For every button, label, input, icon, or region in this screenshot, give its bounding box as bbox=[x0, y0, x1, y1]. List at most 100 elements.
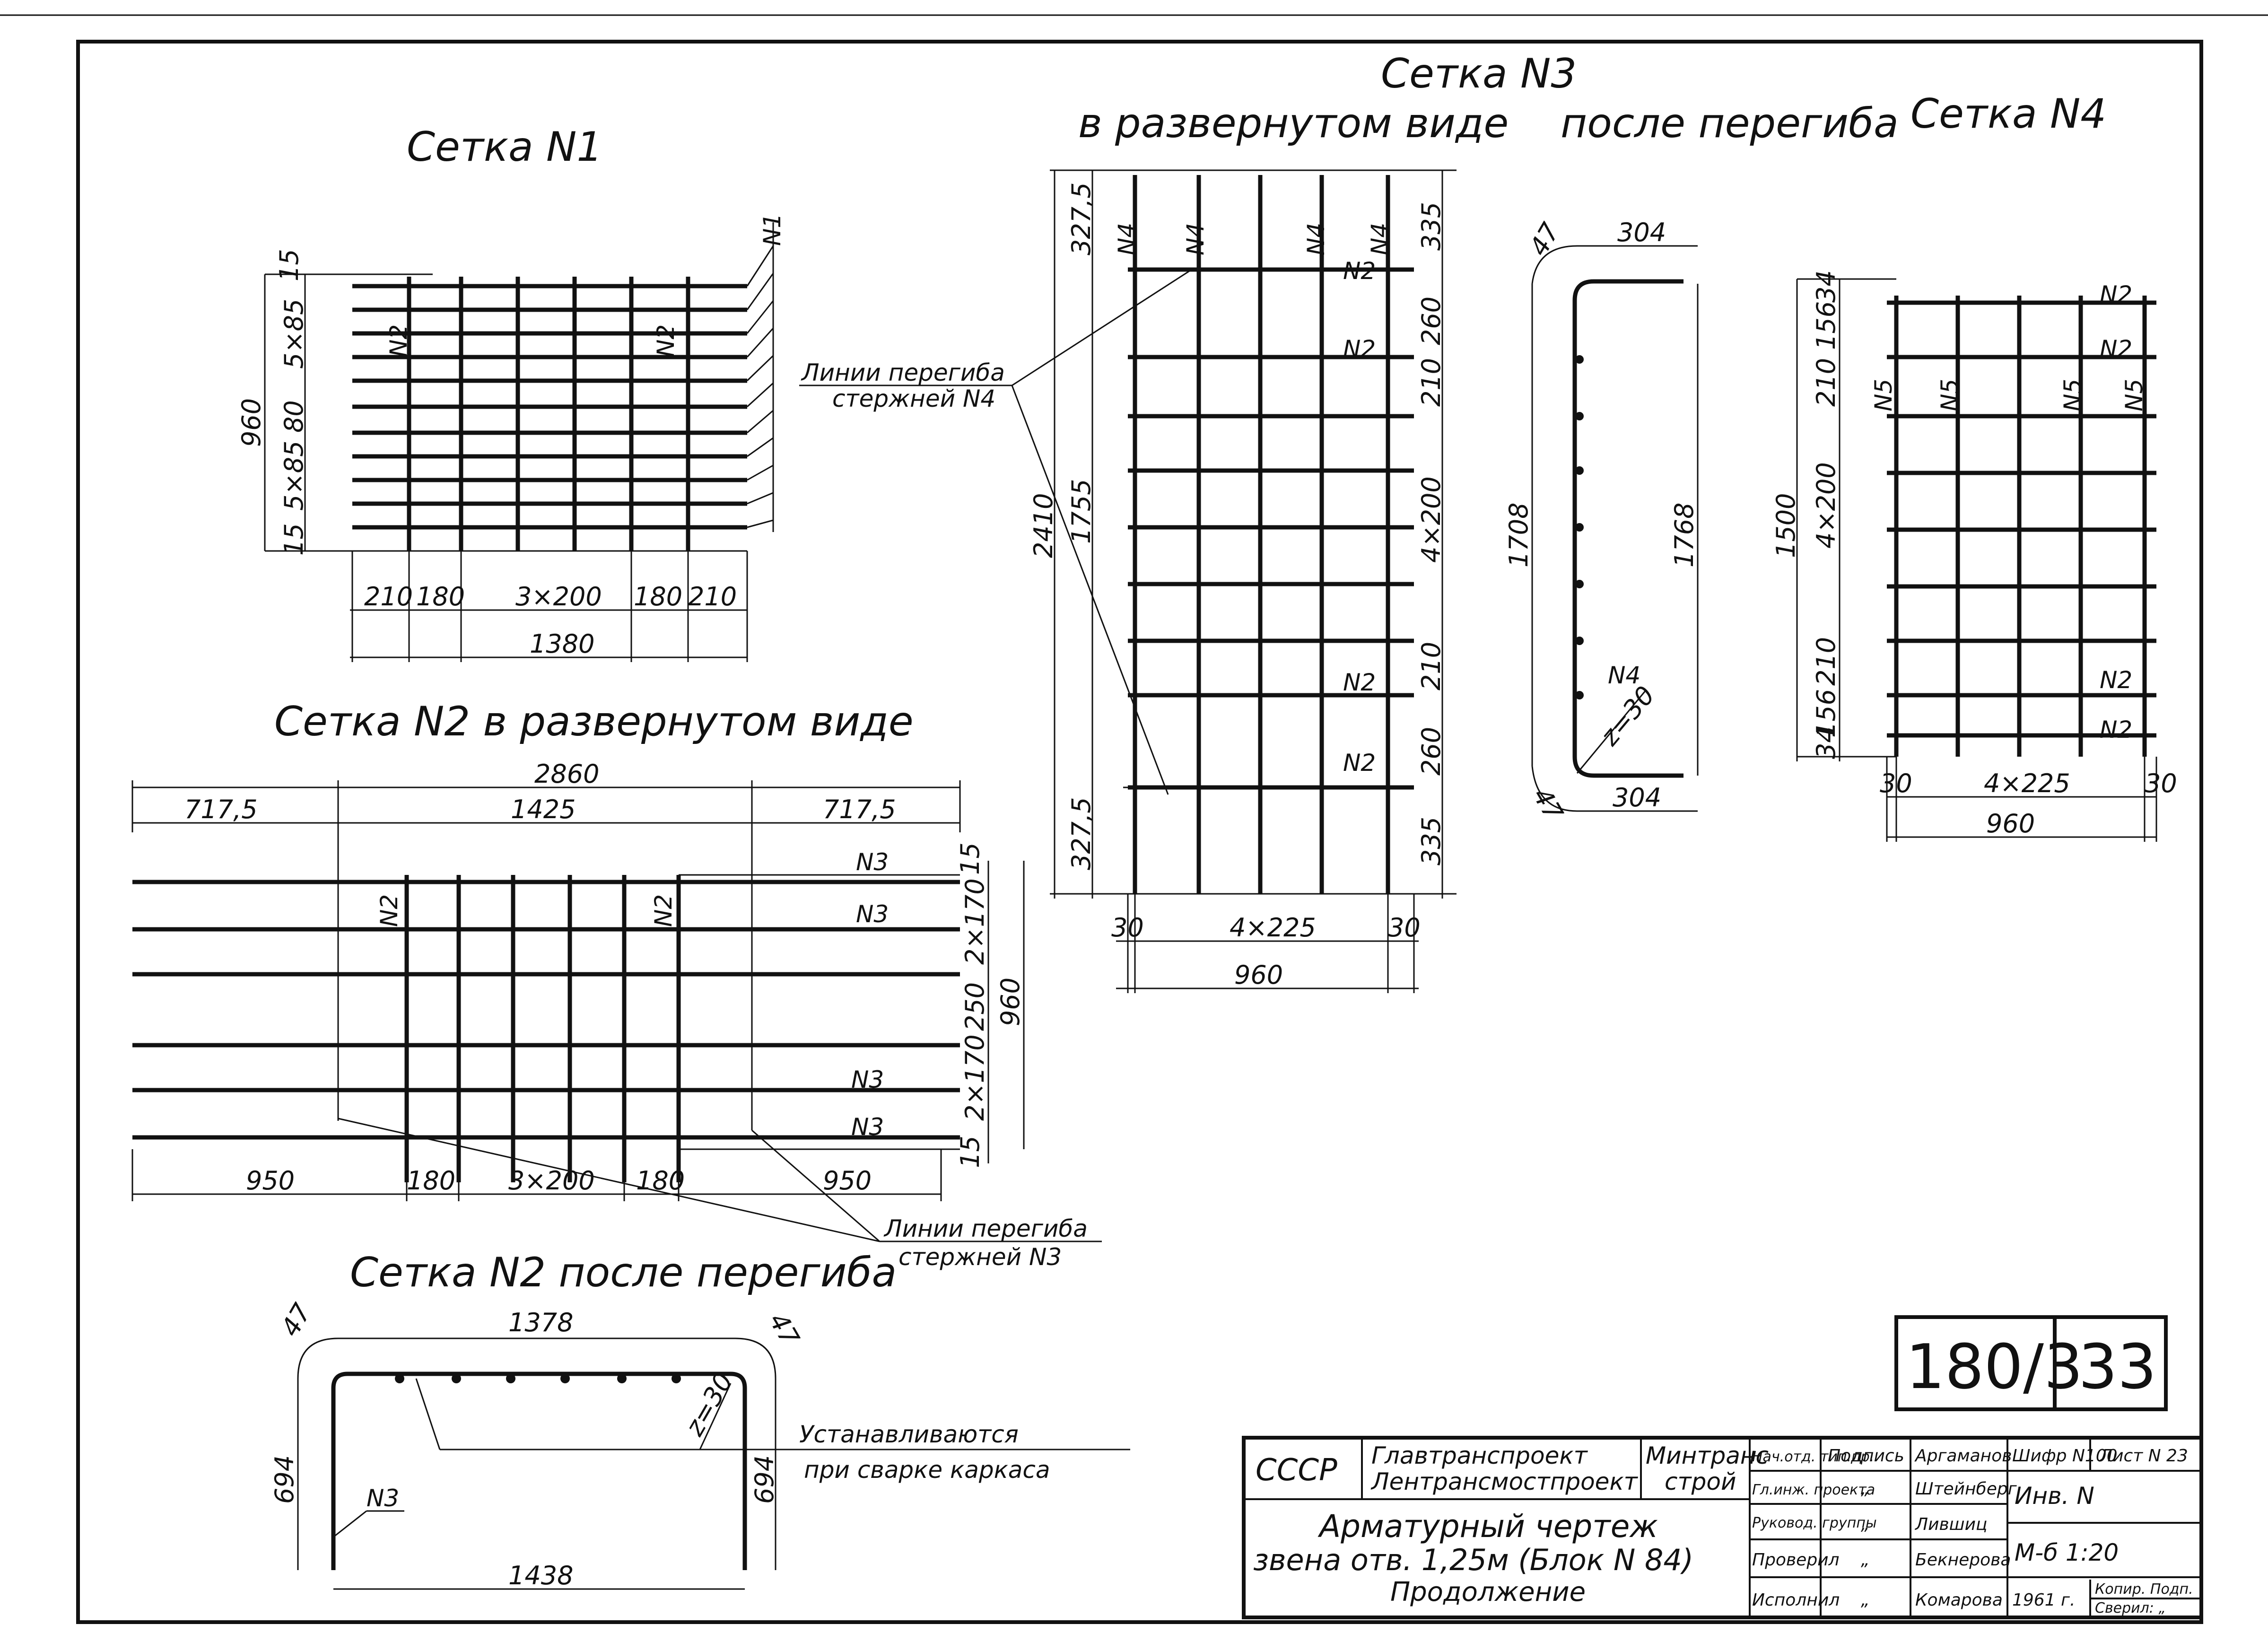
setka-3-bent: после перегиба 47 304 1708 1768 304 47 z… bbox=[1504, 100, 1899, 826]
setka-1-rod-end bbox=[746, 327, 774, 358]
setka-1-dim-180-left: 180 bbox=[416, 582, 465, 611]
setka-4-dim-30-right: 30 bbox=[2145, 769, 2177, 798]
tb-role-1: Нач.отд. тип.пр. bbox=[1752, 1449, 1874, 1465]
tb-check: Сверил: „ bbox=[2095, 1600, 2166, 1616]
setka-3-bent-rod bbox=[1572, 279, 1684, 778]
setka-1-rod-n1: N1 bbox=[759, 213, 786, 246]
setka-2-dim-1425: 1425 bbox=[511, 795, 576, 824]
tb-drawing-title-3: Продолжение bbox=[1390, 1577, 1586, 1607]
setka-2-bent-dot bbox=[617, 1374, 627, 1383]
setka-2-dim-2x170-bottom: 2×170 bbox=[960, 1034, 990, 1121]
tb-org-1: Главтранспроект bbox=[1371, 1442, 1588, 1469]
sheet-frame bbox=[76, 40, 2203, 1624]
setka-1-dim-210-left: 210 bbox=[364, 582, 413, 611]
setka-2-bent-1438: 1438 bbox=[508, 1561, 573, 1590]
setka-3-dim-4x200: 4×200 bbox=[1416, 476, 1446, 563]
bend-lines-n4-leader-bottom bbox=[1011, 385, 1169, 795]
setka-2-grid bbox=[131, 780, 961, 1201]
setka-3-bent-dot bbox=[1575, 523, 1584, 532]
setka-4-rod-n5-d: N5 bbox=[2120, 379, 2148, 411]
setka-1-rod-end bbox=[747, 410, 774, 434]
tb-sign-4: „ bbox=[1861, 1590, 1870, 1610]
setka-2-flat: Сетка N2 в развернутом виде 2860 717,5 1… bbox=[131, 698, 1025, 1201]
tb-sign-1: „ bbox=[1861, 1479, 1870, 1499]
setka-2-bent-rod-leader bbox=[333, 1510, 367, 1538]
tb-name-2: Штейнберг bbox=[1915, 1479, 2017, 1499]
setka-2-bent-note-leader-2 bbox=[699, 1383, 732, 1450]
setka-3-bent-dot bbox=[1575, 355, 1584, 364]
bend-lines-n3-line1: Линии перегиба bbox=[883, 1215, 1088, 1242]
setka-4-dim-4x225: 4×225 bbox=[1984, 769, 2070, 798]
setka-3-bent-dot bbox=[1575, 466, 1584, 475]
setka-2-total-right: 960 bbox=[995, 978, 1025, 1026]
setka-3-bent-leader bbox=[1576, 690, 1647, 774]
setka-1-dim-15-top: 15 bbox=[274, 249, 304, 281]
setka-2-dim-15-top: 15 bbox=[955, 842, 985, 875]
setka-3-flat-subtitle: в развернутом виде bbox=[1078, 100, 1509, 147]
setka-1-rod-end bbox=[747, 492, 774, 505]
setka-1-total-h: 1380 bbox=[530, 629, 594, 659]
setka-4-total-v: 1500 bbox=[1771, 493, 1801, 558]
setka-3-rod-n2-a: N2 bbox=[1343, 257, 1376, 285]
setka-1: Сетка N1 N1 N2 N2 15 5×85 80 5×85 15 960… bbox=[236, 123, 786, 662]
setka-3-bent-subtitle: после перегиба bbox=[1561, 100, 1899, 147]
setka-3-bent-304-bottom: 304 bbox=[1613, 783, 1661, 812]
setka-4-rod-n2-c: N2 bbox=[2100, 666, 2132, 694]
setka-3-flat: Сетка N3 в развернутом виде N4 N4 N4 N4 … bbox=[1029, 50, 1577, 993]
bend-lines-n3-line2: стержней N3 bbox=[898, 1243, 1062, 1271]
setka-1-rod-end bbox=[746, 273, 774, 310]
setka-2-bent-note-leader-1 bbox=[415, 1378, 441, 1450]
setka-2-bent-dot bbox=[506, 1374, 515, 1383]
setka-4-dim-210-bottom: 210 bbox=[1811, 637, 1841, 686]
setka-2-dim-950-right: 950 bbox=[823, 1166, 872, 1196]
setka-2-bent-dot bbox=[560, 1374, 570, 1383]
tb-inv: Инв. N bbox=[2015, 1482, 2094, 1510]
setka-1-rod-end bbox=[746, 245, 774, 287]
setka-4-dim-156-bottom: 156 bbox=[1811, 689, 1841, 738]
tb-name-4: Бекнерова bbox=[1915, 1550, 2011, 1570]
setka-2-bent-dot bbox=[672, 1374, 681, 1383]
setka-1-rod-n2-left: N2 bbox=[385, 324, 412, 357]
setka-3-bent-304-top: 304 bbox=[1617, 218, 1666, 247]
setka-2-bent-rod-label: N3 bbox=[366, 1485, 399, 1512]
setka-3-dim-210-bottom: 210 bbox=[1416, 642, 1446, 690]
setka-4-rod-n2-a: N2 bbox=[2100, 281, 2132, 308]
setka-2-bent-694-left: 694 bbox=[270, 1455, 299, 1504]
setka-3-grid bbox=[1050, 169, 1457, 993]
setka-2-bent-title: Сетка N2 после перегиба bbox=[350, 1249, 897, 1296]
setka-2-bent-note-1: Устанавливаются bbox=[799, 1421, 1019, 1448]
tb-role-3: Руковод. группы bbox=[1752, 1515, 1877, 1531]
setka-2-bent-dot bbox=[395, 1374, 404, 1383]
tb-scale: М-б 1:20 bbox=[2015, 1539, 2119, 1566]
setka-2-bent-1378: 1378 bbox=[508, 1308, 573, 1337]
setka-4-dim-30-left: 30 bbox=[1880, 769, 1912, 798]
setka-3-dim-260-bottom: 260 bbox=[1416, 727, 1446, 776]
setka-4-rod-n2-d: N2 bbox=[2100, 716, 2132, 743]
setka-2-rod-n3-a: N3 bbox=[856, 848, 889, 876]
setka-1-rod-end bbox=[746, 300, 774, 334]
sheet-series: 180/3 bbox=[1906, 1331, 2083, 1403]
setka-3-dim-1755: 1755 bbox=[1066, 479, 1096, 544]
tb-sign-2: „ bbox=[1861, 1515, 1870, 1534]
setka-3-title: Сетка N3 bbox=[1381, 50, 1577, 97]
setka-2-bent-47-left: 47 bbox=[275, 1298, 317, 1341]
tb-drawing-title-2: звена отв. 1,25м (Блок N 84) bbox=[1253, 1543, 1693, 1577]
setka-3-rod-n4-c: N4 bbox=[1302, 223, 1330, 255]
setka-2-bent-note-2: при сварке каркаса bbox=[804, 1456, 1050, 1484]
setka-3-rod-n4-a: N4 bbox=[1113, 223, 1141, 255]
setka-1-dim-180-right: 180 bbox=[634, 582, 682, 611]
tb-sign-3: „ bbox=[1861, 1550, 1870, 1570]
bend-lines-n4-line1: Линии перегиба bbox=[801, 359, 1005, 386]
setka-3-bent-1708: 1708 bbox=[1504, 503, 1534, 568]
setka-3-bent-1768: 1768 bbox=[1669, 503, 1699, 568]
tb-ministry-2: строй bbox=[1665, 1468, 1736, 1495]
setka-3-total-h: 960 bbox=[1234, 960, 1283, 990]
sheet-number-box: 180/3 33 bbox=[1894, 1315, 2168, 1411]
setka-1-rod-end bbox=[747, 437, 774, 457]
tb-year: 1961 г. bbox=[2012, 1590, 2075, 1610]
tb-role-5: Исполнил bbox=[1752, 1590, 1840, 1610]
setka-4-dim-4x200: 4×200 bbox=[1811, 462, 1841, 549]
title-block: СССР Главтранспроект Лентрансмостпроект … bbox=[1242, 1436, 2203, 1619]
setka-2-dim-2x170-top: 2×170 bbox=[960, 878, 990, 965]
